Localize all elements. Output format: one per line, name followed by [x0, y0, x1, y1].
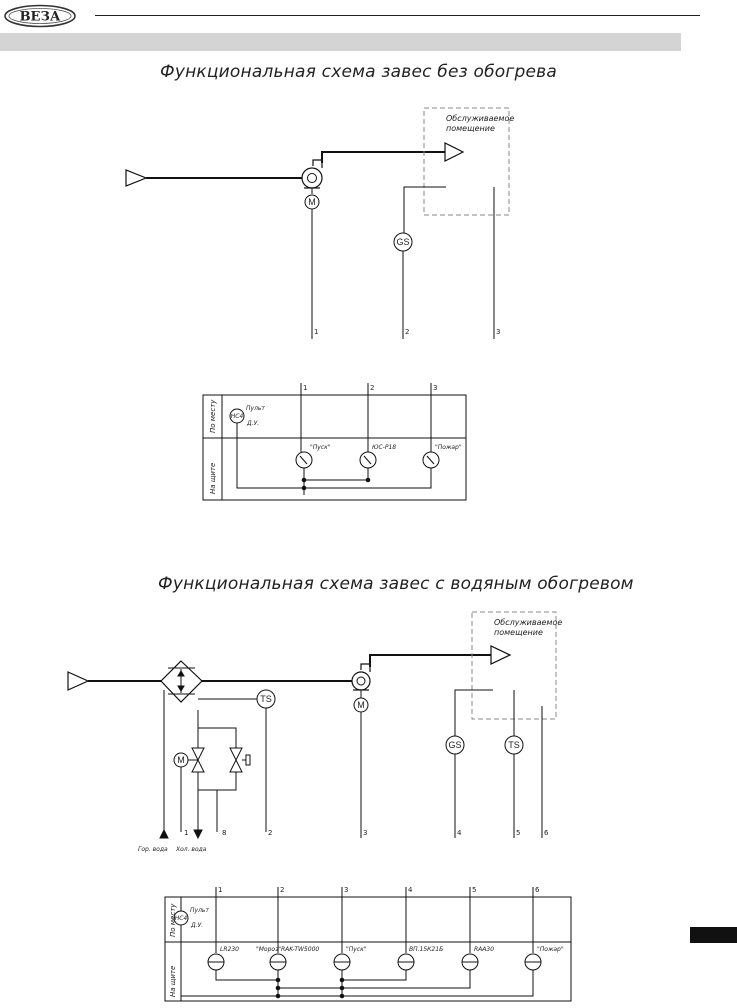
line-number: 6: [544, 829, 549, 837]
cold-water-label: Хол. вода: [175, 846, 207, 853]
room-label-line1: Обслуживаемое: [446, 114, 514, 123]
ts-label: TS: [508, 740, 520, 750]
panel1-frame: [202, 394, 467, 501]
logo-text: ВЕЗА: [20, 10, 61, 25]
diagram1-title: Функциональная схема завес без обогрева: [160, 62, 557, 82]
row-label-top: По месту: [209, 399, 217, 433]
line-number: 2: [405, 328, 409, 336]
panel-line-number: 4: [408, 886, 413, 894]
switch-label: "Пуск": [346, 946, 367, 953]
intake-arrow-icon: [67, 671, 90, 691]
gs-label: GS: [448, 740, 461, 750]
panel2-frame: [164, 896, 572, 1002]
header-rule: [95, 15, 700, 16]
line-number: 4: [457, 829, 462, 837]
panel-line-number: 5: [472, 886, 476, 894]
outlet-arrow-icon: [490, 645, 512, 665]
line-number: 2: [268, 829, 272, 837]
room-boundary: [423, 107, 510, 216]
line-number: 8: [222, 829, 226, 837]
panel-line-number: 2: [280, 886, 284, 894]
gs-label: GS: [396, 237, 409, 247]
row-label-top: По месту: [169, 903, 177, 937]
switch-label: ВП.15К21Б: [409, 946, 443, 953]
hot-water-arrow-icon: [159, 828, 169, 839]
diagram2-title: Функциональная схема завес с водяным обо…: [158, 574, 634, 594]
ts-label: TS: [260, 694, 272, 704]
veza-logo: ВЕЗА: [4, 4, 76, 28]
duct-outlet: [321, 151, 445, 163]
motor-label: M: [308, 197, 316, 207]
line-number: 5: [516, 829, 520, 837]
switch-label: RAA30: [474, 946, 494, 953]
remote-label-line1: Пульт: [190, 907, 209, 914]
panel-line-number: 1: [218, 886, 222, 894]
line-number: 3: [496, 328, 500, 336]
motor-label: M: [357, 700, 365, 710]
panel-line-number: 1: [303, 384, 307, 392]
cold-water-arrow-icon: [193, 829, 203, 840]
outlet-arrow-icon: [444, 142, 465, 162]
row-label-bottom: На щите: [169, 966, 177, 997]
panel-line-number: 6: [535, 886, 540, 894]
line-number: 1: [314, 328, 318, 336]
valve-motor-label: M: [177, 755, 185, 765]
switch-label: "Пожар": [435, 444, 462, 451]
intake-arrow-icon: [125, 169, 148, 187]
gs-sensor-line: [403, 186, 446, 233]
line-number: 1: [184, 829, 188, 837]
panel-line-number: 3: [344, 886, 348, 894]
fan-icon: [351, 671, 371, 691]
remote-label-line2: Д.У.: [190, 922, 203, 929]
room-label-line1: Обслуживаемое: [494, 618, 562, 627]
page-header: ВЕЗА: [0, 0, 737, 34]
hot-water-label: Гор. вода: [138, 846, 168, 853]
switch-label: LR230: [220, 946, 239, 953]
diagram1: [125, 107, 510, 501]
panel-line-number: 2: [370, 384, 374, 392]
line-number: 3: [363, 829, 367, 837]
fan-icon: [301, 167, 323, 189]
remote-symbol: НС4: [175, 915, 188, 922]
remote-label-line2: Д.У.: [246, 420, 259, 427]
panel-line-number: 3: [433, 384, 437, 392]
section-band: [0, 33, 681, 51]
remote-symbol: НС4: [231, 413, 244, 420]
row-label-bottom: На щите: [209, 463, 217, 494]
room-label-line2: помещение: [494, 628, 543, 637]
room-label-line2: помещение: [446, 124, 495, 133]
switch-label: ЮС-Р18: [372, 444, 396, 451]
switch-label: "Мороз": [256, 946, 281, 953]
switch-label: "Пуск": [310, 444, 331, 451]
switch-label: "Пожар": [537, 946, 564, 953]
page-tab: [690, 927, 737, 943]
diagram2: [67, 611, 572, 1002]
remote-label-line1: Пульт: [246, 405, 265, 412]
switch-label: RAK-TW5000: [281, 946, 319, 953]
